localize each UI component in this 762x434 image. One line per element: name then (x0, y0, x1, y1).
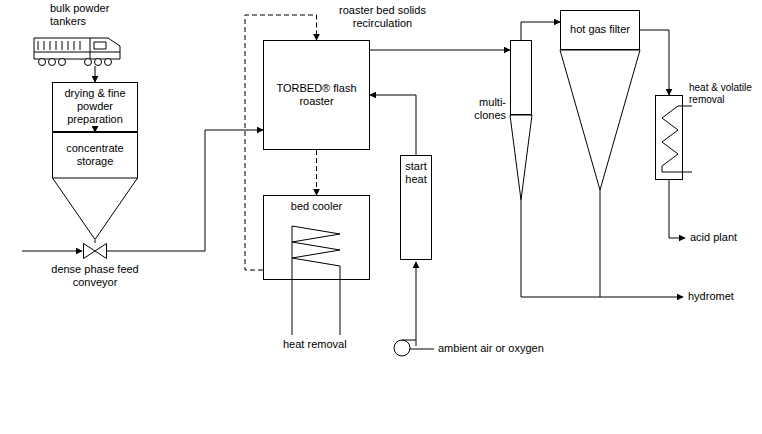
filter-discharge-line (600, 190, 601, 297)
node-label: heat & volatile removal (689, 82, 761, 106)
solids-recirculation-line (316, 150, 317, 195)
body-stripe (56, 41, 57, 50)
locomotive-body (34, 38, 120, 59)
fan-outlet (402, 340, 416, 346)
process-flow-line (95, 240, 96, 243)
wheel (49, 59, 56, 66)
cyclone-cone (510, 115, 532, 200)
flow-label: heat removal (283, 338, 363, 351)
feed-valve-shape (83, 243, 107, 259)
wheel (105, 59, 112, 66)
node-label: concentrate storage (52, 142, 138, 168)
locomotive-cab (34, 38, 120, 59)
cooler-coil (292, 226, 340, 266)
flow-label: ambient air or oxygen (438, 342, 588, 355)
cyclone: multi-clones (510, 40, 532, 115)
fan-symbol (394, 340, 410, 356)
wheel (39, 59, 46, 66)
body-stripe (80, 41, 81, 50)
storage-hopper: concentrate storage (52, 132, 138, 240)
body-stripe (62, 41, 63, 50)
valve-symbol (84, 244, 107, 259)
cyclone-shape (510, 40, 532, 115)
node-label: hot gas filter (570, 23, 630, 36)
flow-label: hydromet (688, 290, 758, 303)
wheel (95, 59, 102, 66)
node-label: drying & fine powder preparation (57, 87, 133, 127)
process-box: drying & fine powder preparation (52, 82, 138, 132)
filter-cone (560, 50, 640, 190)
locomotive-illustration (34, 38, 120, 66)
coolant-pipe (662, 106, 692, 172)
heat-exchanger: heat & volatile removal (655, 95, 683, 180)
hopper-rim (52, 178, 138, 179)
filter-box: hot gas filter (560, 10, 640, 50)
exchanger-coil (662, 106, 678, 166)
air-intake-line (410, 349, 434, 350)
process-flow-line (95, 66, 96, 82)
node-label: start heat (405, 160, 427, 186)
hydromet-line (521, 200, 683, 297)
tanker-train-shape (30, 32, 125, 66)
flow-label: roaster bed solids recirculation (330, 4, 435, 30)
solids-recirculation-line (245, 15, 317, 270)
node-label: bed cooler (291, 200, 342, 213)
node-label: TORBED® flash roaster (268, 82, 365, 108)
process-flow-line (521, 22, 560, 40)
process-flow-line (640, 30, 669, 95)
body-stripe (74, 41, 75, 50)
start-heat-box: start heat (400, 155, 432, 260)
hopper-outline (53, 133, 138, 240)
text-region: concentrate storage (52, 132, 138, 178)
cooler-box: bed cooler (263, 195, 370, 280)
heat-removal-pipe (292, 226, 293, 335)
process-flow-line (370, 95, 416, 155)
body-stripe (38, 41, 39, 50)
feed-valve: dense phase feed conveyor (83, 243, 107, 259)
node-label: multi-clones (454, 96, 506, 122)
body-stripe (50, 41, 51, 50)
flow-label: acid plant (690, 231, 760, 244)
tanker-train: bulk powder tankers (30, 32, 125, 66)
heat-exchanger-shape (656, 96, 682, 179)
cyclone-body (511, 41, 532, 115)
heat-removal-pipe (340, 266, 341, 335)
feed-inlet-arrow (22, 251, 82, 252)
roaster-box: TORBED® flash roaster (263, 40, 370, 150)
node-label: dense phase feed conveyor (45, 263, 145, 289)
process-flow-line (370, 50, 510, 51)
wheel (85, 59, 92, 66)
air-supply-line (416, 262, 417, 340)
process-flow-line (107, 130, 263, 251)
body-stripe (44, 41, 45, 50)
acid-plant-line (669, 180, 685, 238)
node-label: bulk powder tankers (50, 2, 122, 28)
body-stripe (68, 41, 69, 50)
wheel (59, 59, 66, 66)
